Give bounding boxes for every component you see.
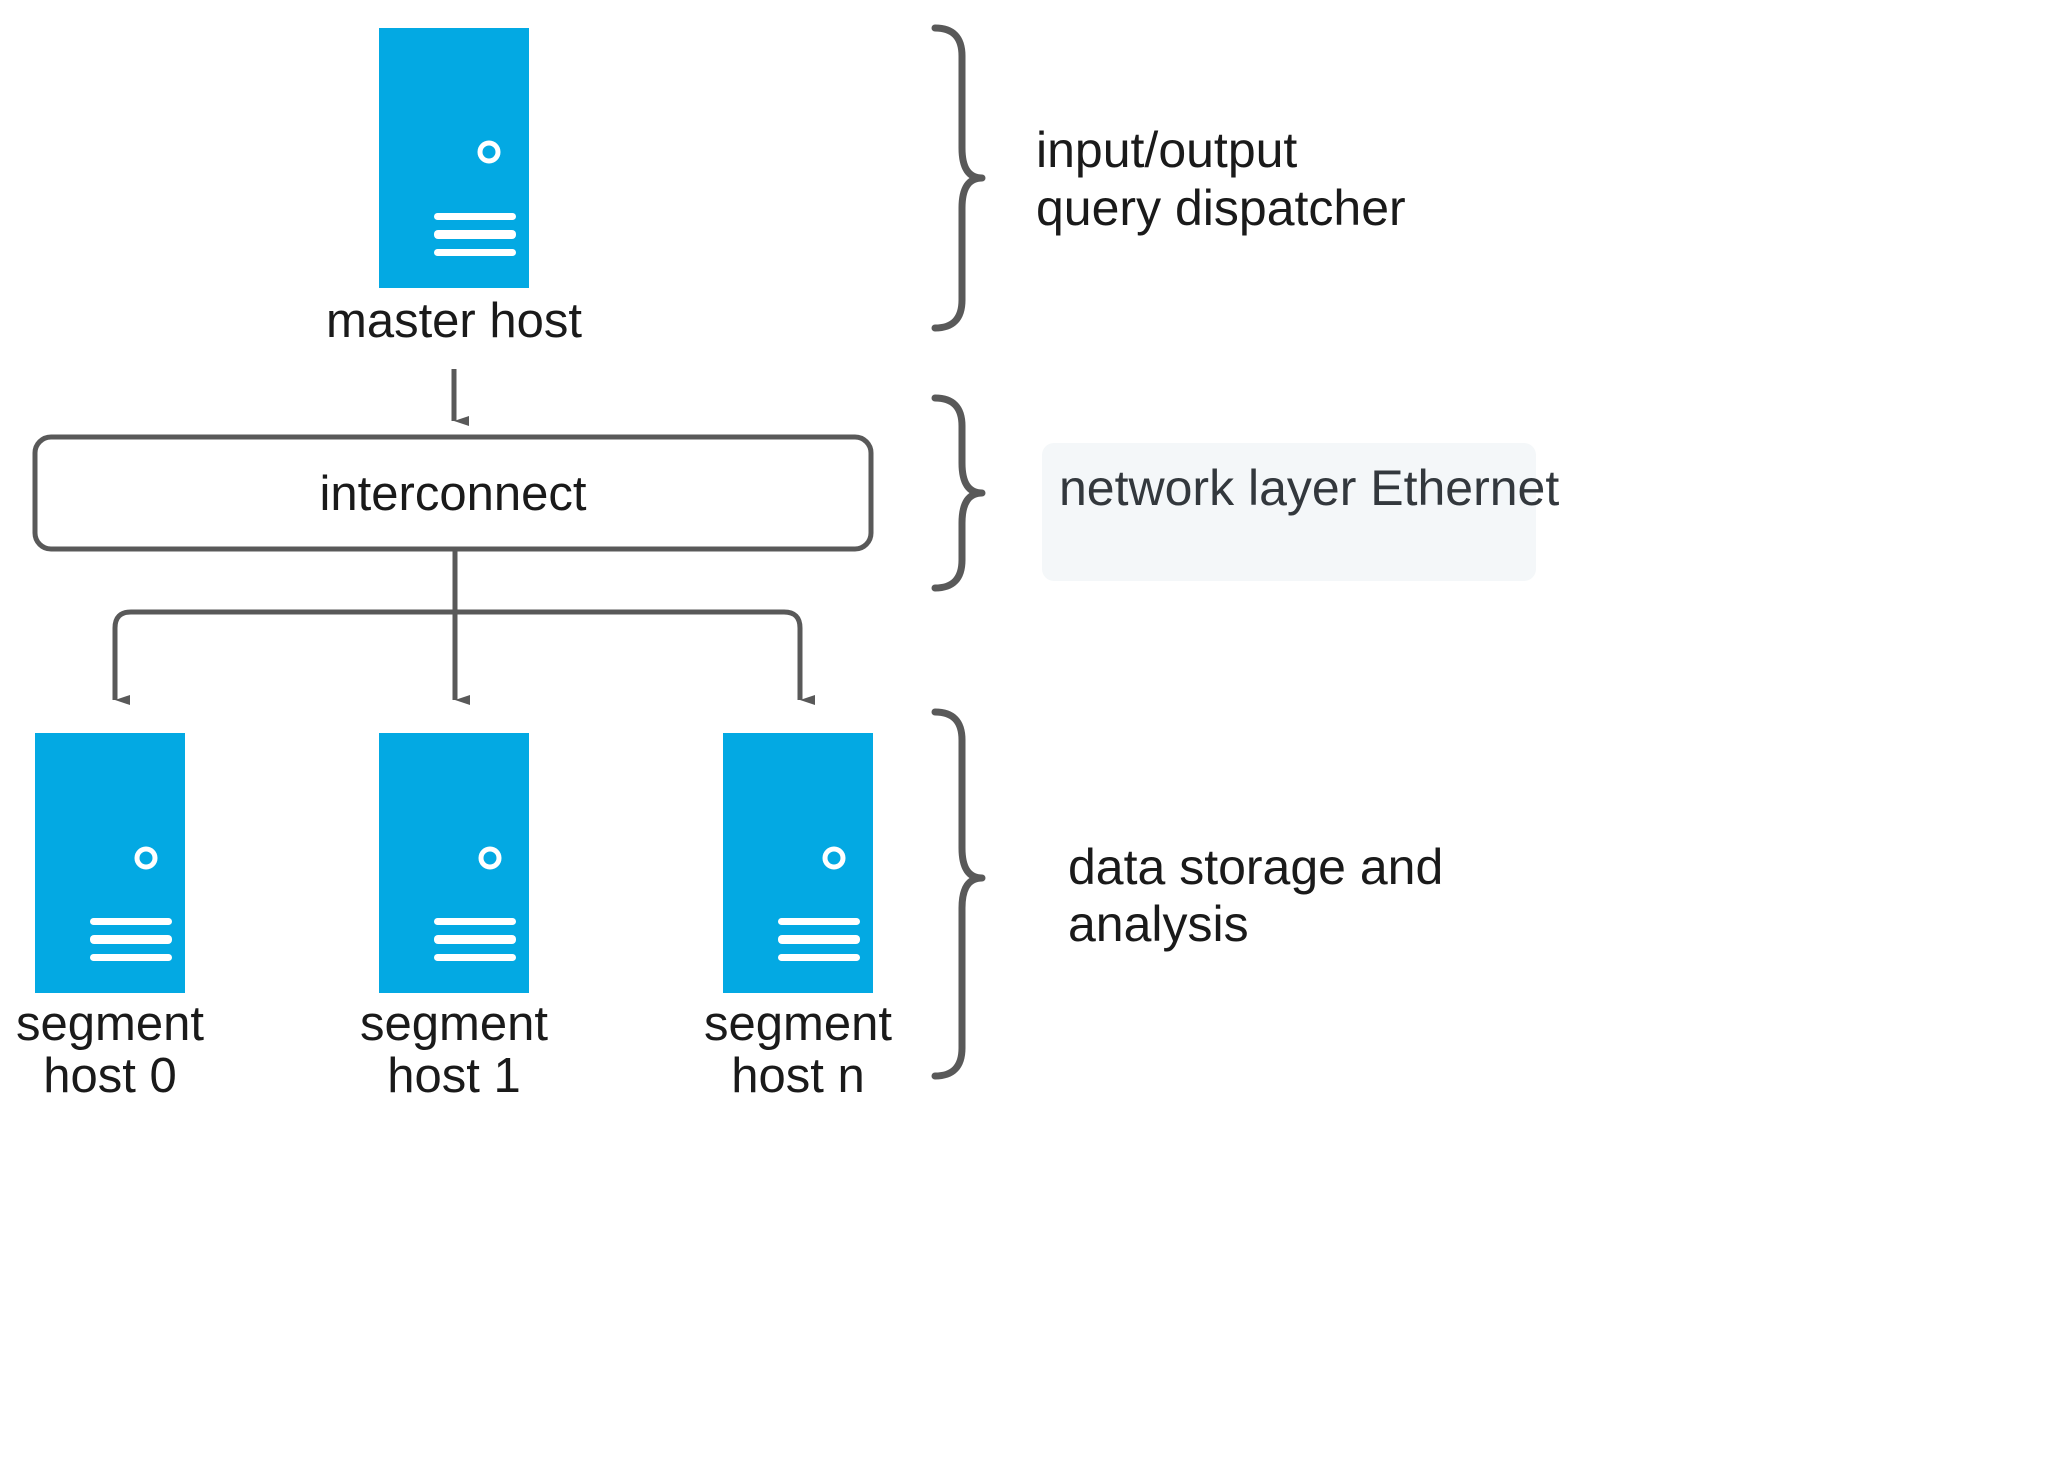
interconnect-node[interactable]: interconnect — [32, 434, 874, 552]
segment-host-n-server-body — [723, 733, 873, 993]
annotation-io-line2: query dispatcher — [1036, 180, 1406, 236]
annotation-storage-line1: data storage and — [1068, 839, 1443, 895]
segment-host-1-label-line2: host 1 — [387, 1049, 520, 1103]
segment-host-0-label-line1: segment — [16, 997, 204, 1051]
master-host-server-body — [379, 28, 529, 288]
annotation-network-highlight — [1042, 443, 1536, 581]
brace-data-storage-analysis: data storage and analysis — [931, 708, 1443, 1080]
segment-host-1-node[interactable]: segment host 1 — [360, 733, 548, 1103]
curly-brace-icon — [931, 708, 986, 1080]
segment-host-n-label-line2: host n — [731, 1049, 864, 1103]
segment-host-1-server-body — [379, 733, 529, 993]
server-icon — [434, 846, 516, 961]
curly-brace-icon — [931, 394, 986, 592]
interconnect-label: interconnect — [320, 467, 587, 521]
brace-io-query-dispatcher: input/output query dispatcher — [931, 24, 1406, 332]
server-icon — [90, 846, 172, 961]
annotation-io-line1: input/output — [1036, 122, 1297, 178]
segment-host-0-server-body — [35, 733, 185, 993]
segment-host-1-label-line1: segment — [360, 997, 548, 1051]
master-host-node[interactable]: master host — [326, 28, 582, 348]
segment-host-0-node[interactable]: segment host 0 — [16, 733, 204, 1103]
server-icon — [434, 140, 516, 256]
annotation-network-line1: network layer Ethernet — [1059, 460, 1559, 516]
segment-host-0-label-line2: host 0 — [43, 1049, 176, 1103]
distribution-bus — [112, 549, 815, 705]
brace-network-layer: network layer Ethernet — [931, 394, 1559, 592]
segment-host-n-label-line1: segment — [704, 997, 892, 1051]
curly-brace-icon — [931, 24, 986, 332]
segment-host-n-node[interactable]: segment host n — [704, 733, 892, 1103]
server-icon — [778, 846, 860, 961]
master-host-label: master host — [326, 294, 582, 348]
annotation-storage-line2: analysis — [1068, 896, 1249, 952]
